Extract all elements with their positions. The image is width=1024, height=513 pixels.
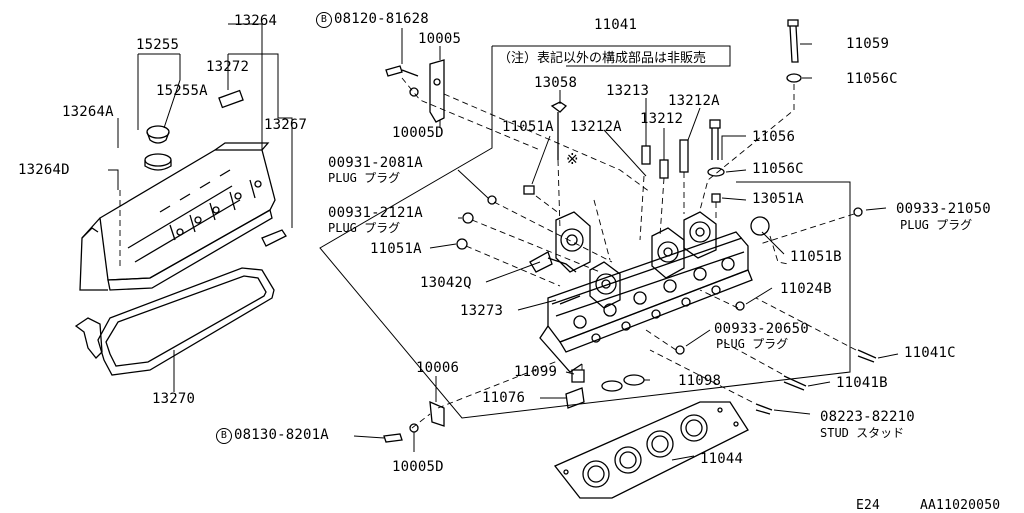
breather-hose [261, 229, 287, 247]
label-11024b: 11024B [780, 281, 832, 297]
head-gasket [553, 401, 749, 499]
asterisk-mark: ※ [566, 150, 579, 168]
bolt-mark-icon: B [316, 12, 332, 28]
label-11056: 11056 [752, 129, 796, 145]
note-text: （注）表記以外の構成部品は非販売 [498, 51, 707, 66]
label-plug-2121a: PLUG プラグ [328, 221, 401, 235]
label-10006: 10006 [416, 360, 460, 376]
label-11056c-mid: 11056C [752, 161, 804, 177]
dashed-lines [119, 77, 857, 429]
label-11076: 11076 [482, 390, 526, 406]
label-13267: 13267 [264, 117, 308, 133]
footer-model: E24 [856, 498, 881, 513]
label-13042q: 13042Q [420, 275, 472, 291]
label-13272: 13272 [206, 59, 250, 75]
label-13213: 13213 [606, 83, 650, 99]
rocker-cover-gasket [74, 267, 275, 376]
label-13058: 13058 [534, 75, 578, 91]
label-11041: 11041 [594, 17, 638, 33]
label-plug-21050: PLUG プラグ [900, 218, 973, 232]
label-10005d-bottom: 10005D [392, 459, 444, 475]
footer-code: AA11020050 [920, 498, 1001, 513]
label-00933-21050: 00933-21050 [896, 201, 991, 217]
label-08223-82210: 08223-82210 [820, 409, 915, 425]
label-11098: 11098 [678, 373, 722, 389]
label-13264d: 13264D [18, 162, 70, 178]
label-10005: 10005 [418, 31, 462, 47]
label-plug-2081a: PLUG プラグ [328, 171, 401, 185]
small-parts [383, 19, 877, 443]
bolt-mark-icon: B [216, 428, 232, 444]
label-10005d-top: 10005D [392, 125, 444, 141]
label-plug-20650: PLUG プラグ [716, 337, 789, 351]
label-11041c: 11041C [904, 345, 956, 361]
label-13270: 13270 [152, 391, 196, 407]
label-11051a-mid: 11051A [370, 241, 422, 257]
label-13212a-left: 13212A [570, 119, 622, 135]
label-00931-2121a: 00931-2121A [328, 205, 423, 221]
label-13212a-right: 13212A [668, 93, 720, 109]
label-00931-2081a: 00931-2081A [328, 155, 423, 171]
label-13264a: 13264A [62, 104, 114, 120]
label-11056c-top: 11056C [846, 71, 898, 87]
label-11051a-top: 11051A [502, 119, 554, 135]
label-11044: 11044 [700, 451, 744, 467]
label-00933-20650: 00933-20650 [714, 321, 809, 337]
label-13051a: 13051A [752, 191, 804, 207]
label-13273: 13273 [460, 303, 504, 319]
label-11099: 11099 [514, 364, 558, 380]
label-11059: 11059 [846, 36, 890, 52]
label-15255: 15255 [136, 37, 180, 53]
label-11051b: 11051B [790, 249, 842, 265]
label-stud: STUD スタッド [820, 426, 905, 440]
cylinder-head [529, 211, 770, 373]
label-13212: 13212 [640, 111, 684, 127]
rocker-cover [79, 89, 276, 291]
label-15255a: 15255A [156, 83, 208, 99]
leader-lines [108, 23, 899, 461]
label-13264: 13264 [234, 13, 278, 29]
label-11041b: 11041B [836, 375, 888, 391]
